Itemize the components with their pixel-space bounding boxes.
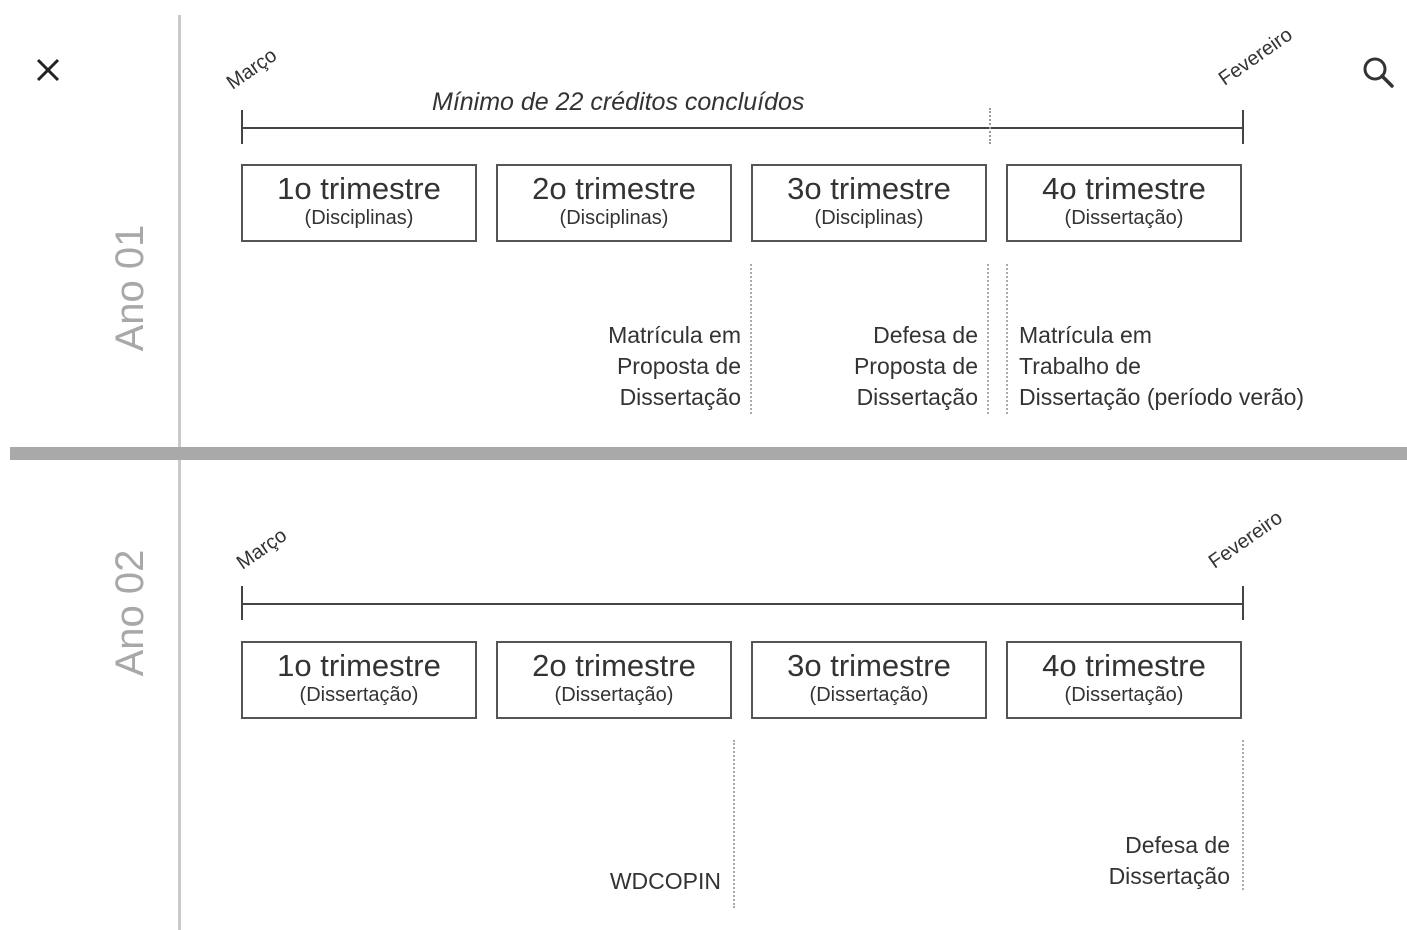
quarter-box-y2-q2: 2o trimestre (Dissertação) [496,641,732,719]
quarter-title: 2o trimestre [532,648,696,683]
note-matricula-trabalho: Matrícula em Trabalho de Dissertação (pe… [1019,320,1399,413]
credits-requirement: Mínimo de 22 créditos concluídos [432,88,805,116]
dotted-guide [1006,264,1008,414]
timeline-mid-tick-year1 [989,108,991,144]
timeline-start-tick-year2 [241,586,243,620]
timeline-start-tick-year1 [241,110,243,144]
year-separator-band [10,447,1407,460]
quarter-subtitle: (Disciplinas) [304,207,414,229]
year-separator-join [178,447,181,460]
month-start-year1: Março [222,44,281,95]
quarter-box-y2-q3: 3o trimestre (Dissertação) [751,641,987,719]
note-line: Matrícula em [608,322,741,348]
note-line: Dissertação [619,384,741,410]
note-line: Defesa de [1125,832,1230,858]
quarter-box-y1-q4: 4o trimestre (Dissertação) [1006,164,1242,242]
quarter-box-y1-q1: 1o trimestre (Disciplinas) [241,164,477,242]
dotted-guide [987,264,989,414]
month-start-year2: Março [232,524,291,575]
year-divider-vertical-top [178,15,181,447]
dotted-guide [733,740,735,908]
quarter-title: 4o trimestre [1042,648,1206,683]
quarter-subtitle: (Dissertação) [554,684,674,706]
note-line: Dissertação [856,384,978,410]
quarter-subtitle: (Dissertação) [299,684,419,706]
quarter-subtitle: (Dissertação) [809,684,929,706]
timeline-end-tick-year1 [1242,110,1244,144]
note-line: Dissertação [1108,863,1230,889]
note-defesa-proposta: Defesa de Proposta de Dissertação [780,320,978,413]
quarter-title: 1o trimestre [277,648,441,683]
month-end-year1: Fevereiro [1214,23,1297,91]
search-icon[interactable] [1358,52,1398,92]
quarter-box-y2-q4: 4o trimestre (Dissertação) [1006,641,1242,719]
note-line: Dissertação (período verão) [1019,384,1305,410]
quarter-title: 3o trimestre [787,171,951,206]
year-divider-vertical-bottom [178,460,181,930]
note-line: Trabalho de [1019,353,1141,379]
close-icon[interactable] [28,50,68,90]
quarter-box-y2-q1: 1o trimestre (Dissertação) [241,641,477,719]
note-line: Defesa de [873,322,978,348]
year-label-2: Ano 02 [108,549,152,677]
quarter-title: 2o trimestre [532,171,696,206]
quarter-subtitle: (Disciplinas) [559,207,669,229]
timeline-end-tick-year2 [1242,586,1244,620]
quarter-title: 3o trimestre [787,648,951,683]
year-label-1: Ano 01 [108,224,152,352]
month-end-year2: Fevereiro [1204,506,1287,574]
dotted-guide [1242,740,1244,890]
quarter-subtitle: (Dissertação) [1064,207,1184,229]
quarter-box-y1-q2: 2o trimestre (Disciplinas) [496,164,732,242]
quarter-title: 1o trimestre [277,171,441,206]
quarter-subtitle: (Disciplinas) [814,207,924,229]
note-line: WDCOPIN [609,868,721,894]
quarter-title: 4o trimestre [1042,171,1206,206]
cropped-top-text: ... [700,0,790,4]
dotted-guide [750,264,752,414]
note-defesa-dissertacao: Defesa de Dissertação [1040,830,1230,892]
note-line: Proposta de [853,353,978,379]
note-matricula-proposta: Matrícula em Proposta de Dissertação [540,320,741,413]
quarter-box-y1-q3: 3o trimestre (Disciplinas) [751,164,987,242]
quarter-subtitle: (Dissertação) [1064,684,1184,706]
timeline-year1 [241,127,1244,129]
note-line: Matrícula em [1019,322,1152,348]
timeline-year2 [241,603,1244,605]
note-line: Proposta de [616,353,741,379]
note-wdcopin: WDCOPIN [560,866,721,897]
